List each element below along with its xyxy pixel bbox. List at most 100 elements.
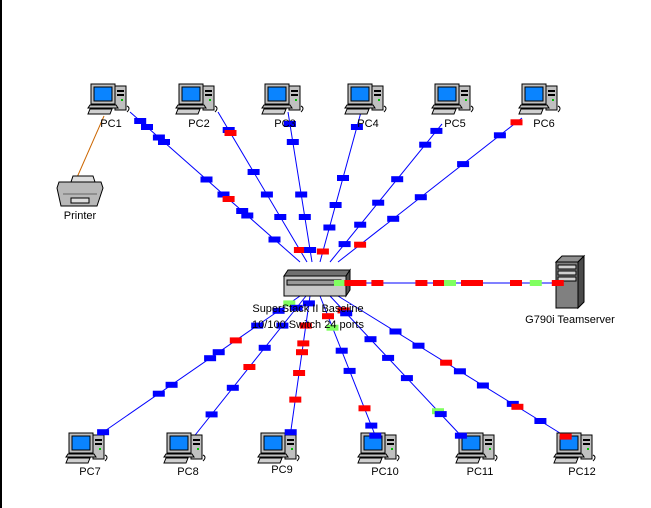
packet-pc6-5 (354, 241, 367, 248)
packet-pc1-6 (222, 196, 235, 202)
packet-pc3-4 (304, 247, 317, 253)
packet-pc1-5 (217, 191, 230, 198)
packet-pc8-2 (258, 344, 271, 351)
packet-pc5-5 (338, 241, 351, 248)
pc-icon-pc6[interactable] (518, 83, 561, 115)
packet-pc8-5 (205, 411, 218, 418)
switch-label-line1: SuperStack II Baseline (252, 303, 364, 315)
link-pc6-switch (337, 117, 523, 263)
packet-pc10-2 (335, 347, 348, 354)
canvas-left-border (0, 0, 2, 508)
packet-pc11-7 (454, 432, 467, 439)
printer-link (74, 115, 105, 183)
pc-label-pc10: PC10 (371, 466, 399, 478)
packet-pc2-2 (247, 169, 260, 175)
packet-pc4-4 (316, 248, 329, 255)
packet-pc7-4 (212, 349, 225, 356)
packet-server-7 (510, 280, 522, 286)
link-pc7-switch (85, 295, 301, 445)
packet-pc9-0 (302, 300, 315, 307)
pc-icon-pc5[interactable] (431, 83, 474, 115)
pc-label-pc5: PC5 (444, 118, 466, 130)
pc-label-pc7: PC7 (79, 466, 101, 478)
packet-pc9-2 (297, 340, 310, 347)
packet-pc9-4 (293, 370, 306, 376)
printer-icon[interactable] (56, 175, 104, 207)
packet-pc6-0 (510, 119, 523, 126)
pc-icon-pc7[interactable] (65, 432, 108, 464)
packet-pc7-8 (97, 429, 110, 436)
packet-server-6 (461, 280, 483, 286)
packet-pc1-1 (141, 124, 153, 130)
packet-pc12-4 (476, 382, 489, 389)
packet-pc4-2 (329, 202, 342, 208)
packet-server-1 (344, 280, 367, 286)
pc-icon-pc9[interactable] (257, 432, 300, 464)
pc-icon-pc8[interactable] (163, 432, 206, 464)
packet-pc11-1 (340, 310, 353, 317)
packet-server-8 (529, 280, 542, 286)
packet-pc11-6 (434, 411, 447, 418)
packet-pc5-0 (430, 127, 443, 134)
pc-label-pc4: PC4 (357, 118, 379, 130)
packet-pc2-4 (274, 214, 287, 220)
packet-pc11-3 (382, 354, 395, 361)
link-pc4-switch (319, 111, 362, 263)
packet-pc1-7 (236, 208, 249, 214)
packet-pc7-5 (204, 355, 217, 362)
pc-icon-pc2[interactable] (175, 83, 218, 115)
packet-server-0 (334, 280, 346, 286)
packet-pc3-0 (283, 121, 296, 127)
pc-icon-pc1[interactable] (87, 83, 130, 115)
packet-pc3-3 (298, 214, 311, 220)
pc-label-pc1: PC1 (100, 118, 122, 130)
packet-pc3-2 (295, 191, 308, 198)
pc-label-pc8: PC8 (177, 466, 199, 478)
packet-pc4-1 (337, 175, 349, 181)
packet-pc10-0 (322, 313, 334, 320)
packet-pc7-6 (165, 381, 178, 388)
link-pc3-switch (287, 111, 313, 263)
pc-label-pc6: PC6 (533, 118, 555, 130)
packet-pc1-2 (152, 134, 165, 141)
packet-pc7-2 (251, 322, 264, 329)
pc-label-pc2: PC2 (188, 118, 210, 130)
packet-pc12-7 (534, 418, 547, 424)
packet-pc4-0 (350, 124, 363, 130)
packet-pc12-8 (559, 433, 572, 440)
packet-pc3-1 (286, 139, 299, 145)
packet-pc2-5 (293, 247, 306, 253)
packet-pc5-2 (391, 176, 404, 183)
packet-pc10-4 (358, 405, 371, 412)
pc-icon-pc4[interactable] (344, 83, 387, 115)
packet-pc12-3 (453, 368, 466, 375)
packet-pc12-1 (412, 342, 425, 349)
pc-icon-pc11[interactable] (455, 432, 498, 464)
packet-pc12-0 (389, 328, 402, 335)
switch-label-line2: 10/100 Switch 24 ports (252, 319, 364, 331)
packet-pc1-9 (268, 236, 281, 243)
packet-pc10-1 (326, 324, 339, 331)
link-pc12-switch (337, 295, 569, 439)
packet-pc5-1 (419, 141, 432, 148)
packet-server-3 (415, 280, 428, 286)
link-pc2-switch (217, 111, 308, 263)
pc-label-pc12: PC12 (568, 466, 596, 478)
packet-pc1-0 (134, 118, 147, 124)
packet-server-2 (371, 280, 384, 286)
packet-pc6-1 (493, 132, 506, 139)
pc-label-pc3: PC3 (274, 118, 296, 130)
packet-pc1-4 (200, 176, 213, 183)
packet-pc2-3 (260, 191, 273, 198)
packet-pc8-3 (243, 364, 256, 370)
packet-pc6-2 (457, 161, 470, 168)
packet-pc5-3 (372, 199, 385, 206)
switch-icon[interactable] (283, 268, 351, 298)
pc-icon-pc10[interactable] (357, 432, 400, 464)
pc-label-pc9: PC9 (271, 464, 293, 476)
packet-server-5 (444, 280, 456, 286)
packet-pc1-8 (241, 212, 254, 219)
packet-pc4-3 (323, 224, 336, 231)
pc-icon-pc3[interactable] (261, 83, 304, 115)
